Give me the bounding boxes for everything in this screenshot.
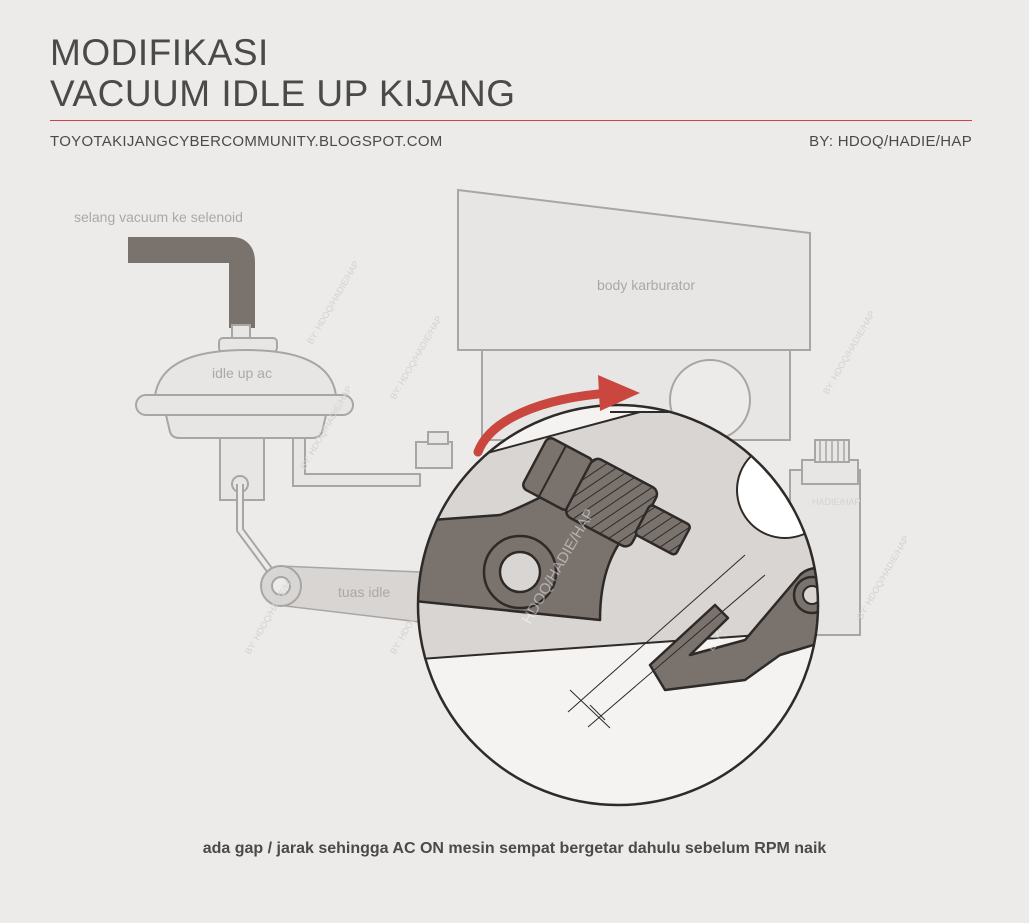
rotation-arrow: [473, 375, 640, 457]
watermark-5: BY: HDOQ/HADIE/HAP: [821, 309, 877, 396]
caption: ada gap / jarak sehingga AC ON mesin sem…: [202, 840, 827, 857]
label-hose: selang vacuum ke selenoid: [74, 209, 243, 225]
author-credit: BY: HDOQ/HADIE/HAP: [809, 133, 972, 150]
label-lever: tuas idle: [338, 584, 390, 600]
title-divider: [50, 120, 972, 121]
label-carb-body: body karburator: [597, 277, 695, 293]
watermark-1: BY: HDOQ/HADIE/HAP: [305, 259, 361, 346]
idle-up-actuator: idle up ac: [135, 337, 354, 501]
title-line-2: VACUUM IDLE UP KIJANG: [50, 73, 516, 114]
vacuum-hose: selang vacuum ke selenoid: [74, 209, 255, 344]
left-nut: [415, 431, 453, 469]
idle-lever: tuas idle: [260, 565, 421, 623]
zoom-detail: HDOQ/HADIE/HAP BY:: [416, 403, 820, 807]
mounting-bracket: [292, 437, 421, 487]
watermark-4: BY: HDOQ/HADIE/HAP: [388, 314, 444, 401]
watermark-6: BY: HDOQ/HADIE/HAP: [855, 534, 911, 621]
right-nut: HADIE/HAP: [801, 439, 861, 507]
label-idle-up: idle up ac: [212, 365, 272, 381]
title-line-1: MODIFIKASI: [50, 32, 269, 73]
source-url: TOYOTAKIJANGCYBERCOMMUNITY.BLOGSPOT.COM: [50, 133, 443, 150]
label-plate: HADIE/HAP: [812, 497, 861, 507]
